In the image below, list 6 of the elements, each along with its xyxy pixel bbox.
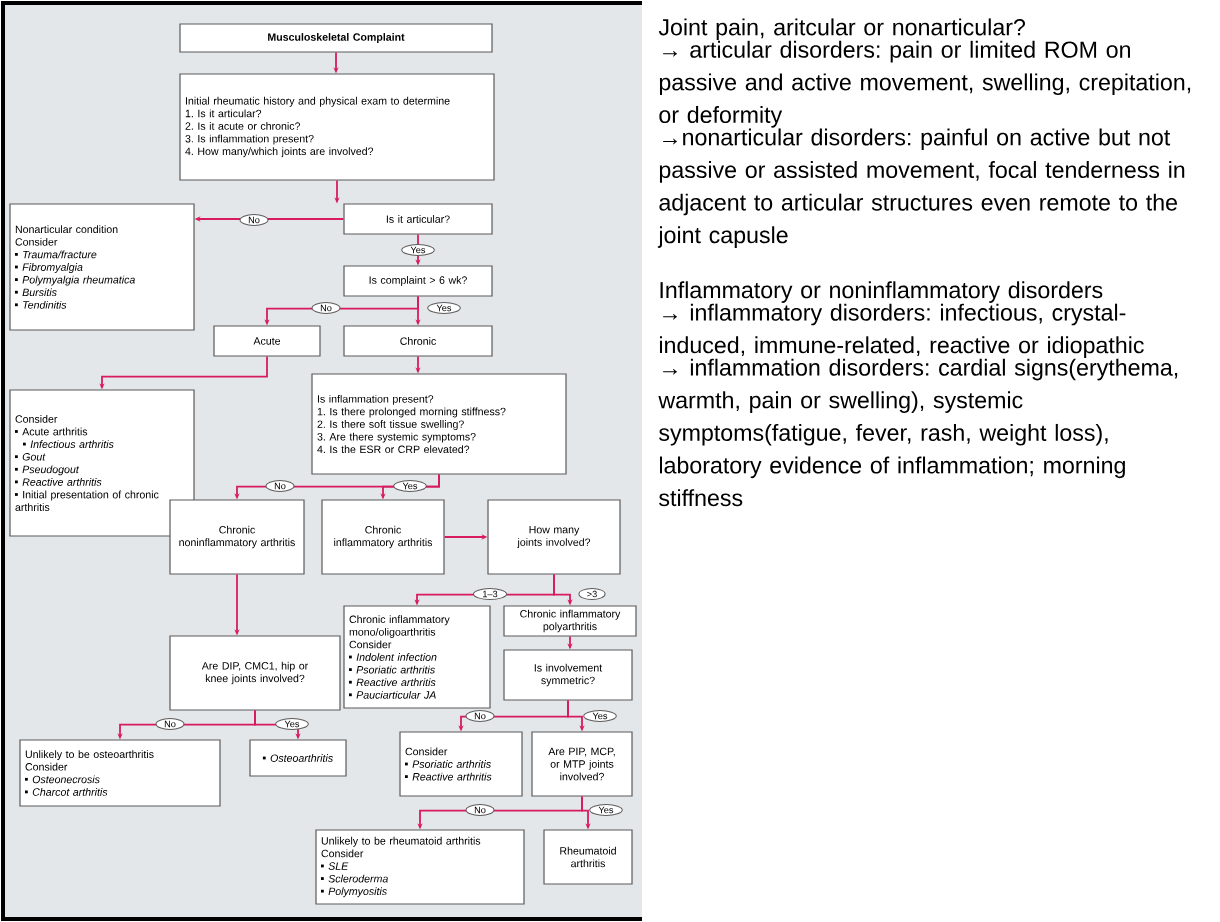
note-text: →nonarticular disorders: painful on active but not passive or assisted movement, focal tenderness in adjacent to articular structures even remote to the joint capusle [657,128,1185,248]
note-text: Joint pain, aritcular or nonarticular? [658,18,1025,41]
note-text: Inflammatory or noninflammatory disorders [660,281,1103,303]
note-text: → inflammation disorders: cardial signs(erythema, warmth, pain or swelling), systemic symptoms(fatigue, fever, rash, weight loss), laboratory evidence of inflammation; morning stiffness [658,358,1178,507]
note-text: → articular disorders: pain or limited ROM on passive and active movement, swelling, crepitation, or deformity [659,40,1191,128]
note-text: → inflammatory disorders: infectious, crystal-induced, immune-related, reactive or idiopathic [660,303,1144,358]
